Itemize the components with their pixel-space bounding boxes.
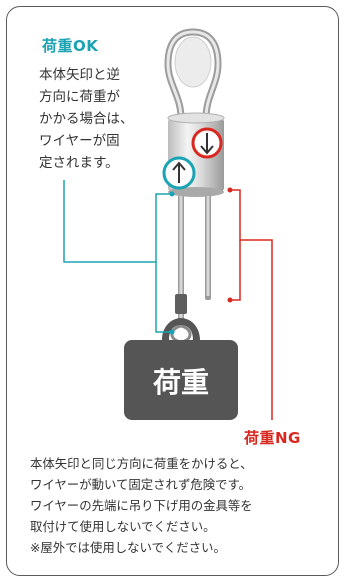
card: [6, 6, 339, 576]
ok-text-line: 定されます。: [39, 155, 119, 171]
ng-title: 荷重NG: [244, 429, 301, 447]
weight-label: 荷重: [153, 366, 209, 399]
note-line: ワイヤーが動いて固定されず危険です。: [30, 477, 252, 492]
arrow-down-icon: [200, 133, 214, 155]
ok-text-line: 方向に荷重が: [39, 89, 120, 105]
ok-leader-line: [63, 180, 175, 335]
wire-right: [205, 196, 211, 298]
wire-left: [178, 196, 184, 294]
note-line: ※屋外では使用しないでください。: [30, 540, 226, 555]
ng-leader-line: [227, 187, 273, 420]
note-line: 取付けて使用しないでください。: [30, 519, 216, 534]
note-line: ワイヤーの先端に吊り下げ用の金具等を: [30, 498, 253, 513]
ok-title: 荷重OK: [42, 37, 99, 55]
down-arrow-badge: [191, 127, 223, 159]
wire-sleeve: [175, 294, 187, 314]
hook-ring: [170, 324, 192, 344]
note-line: 本体矢印と同じ方向に荷重をかけると、: [30, 456, 253, 471]
wire-loop: [164, 28, 222, 122]
ok-text-line: ワイヤーが固: [39, 133, 120, 149]
weight-block: [124, 318, 238, 420]
ok-text-line: 本体矢印と逆: [39, 67, 120, 83]
arrow-up-icon: [172, 161, 186, 183]
ok-text-line: かかる場合は、: [39, 111, 134, 127]
up-arrow-badge: [162, 156, 196, 190]
